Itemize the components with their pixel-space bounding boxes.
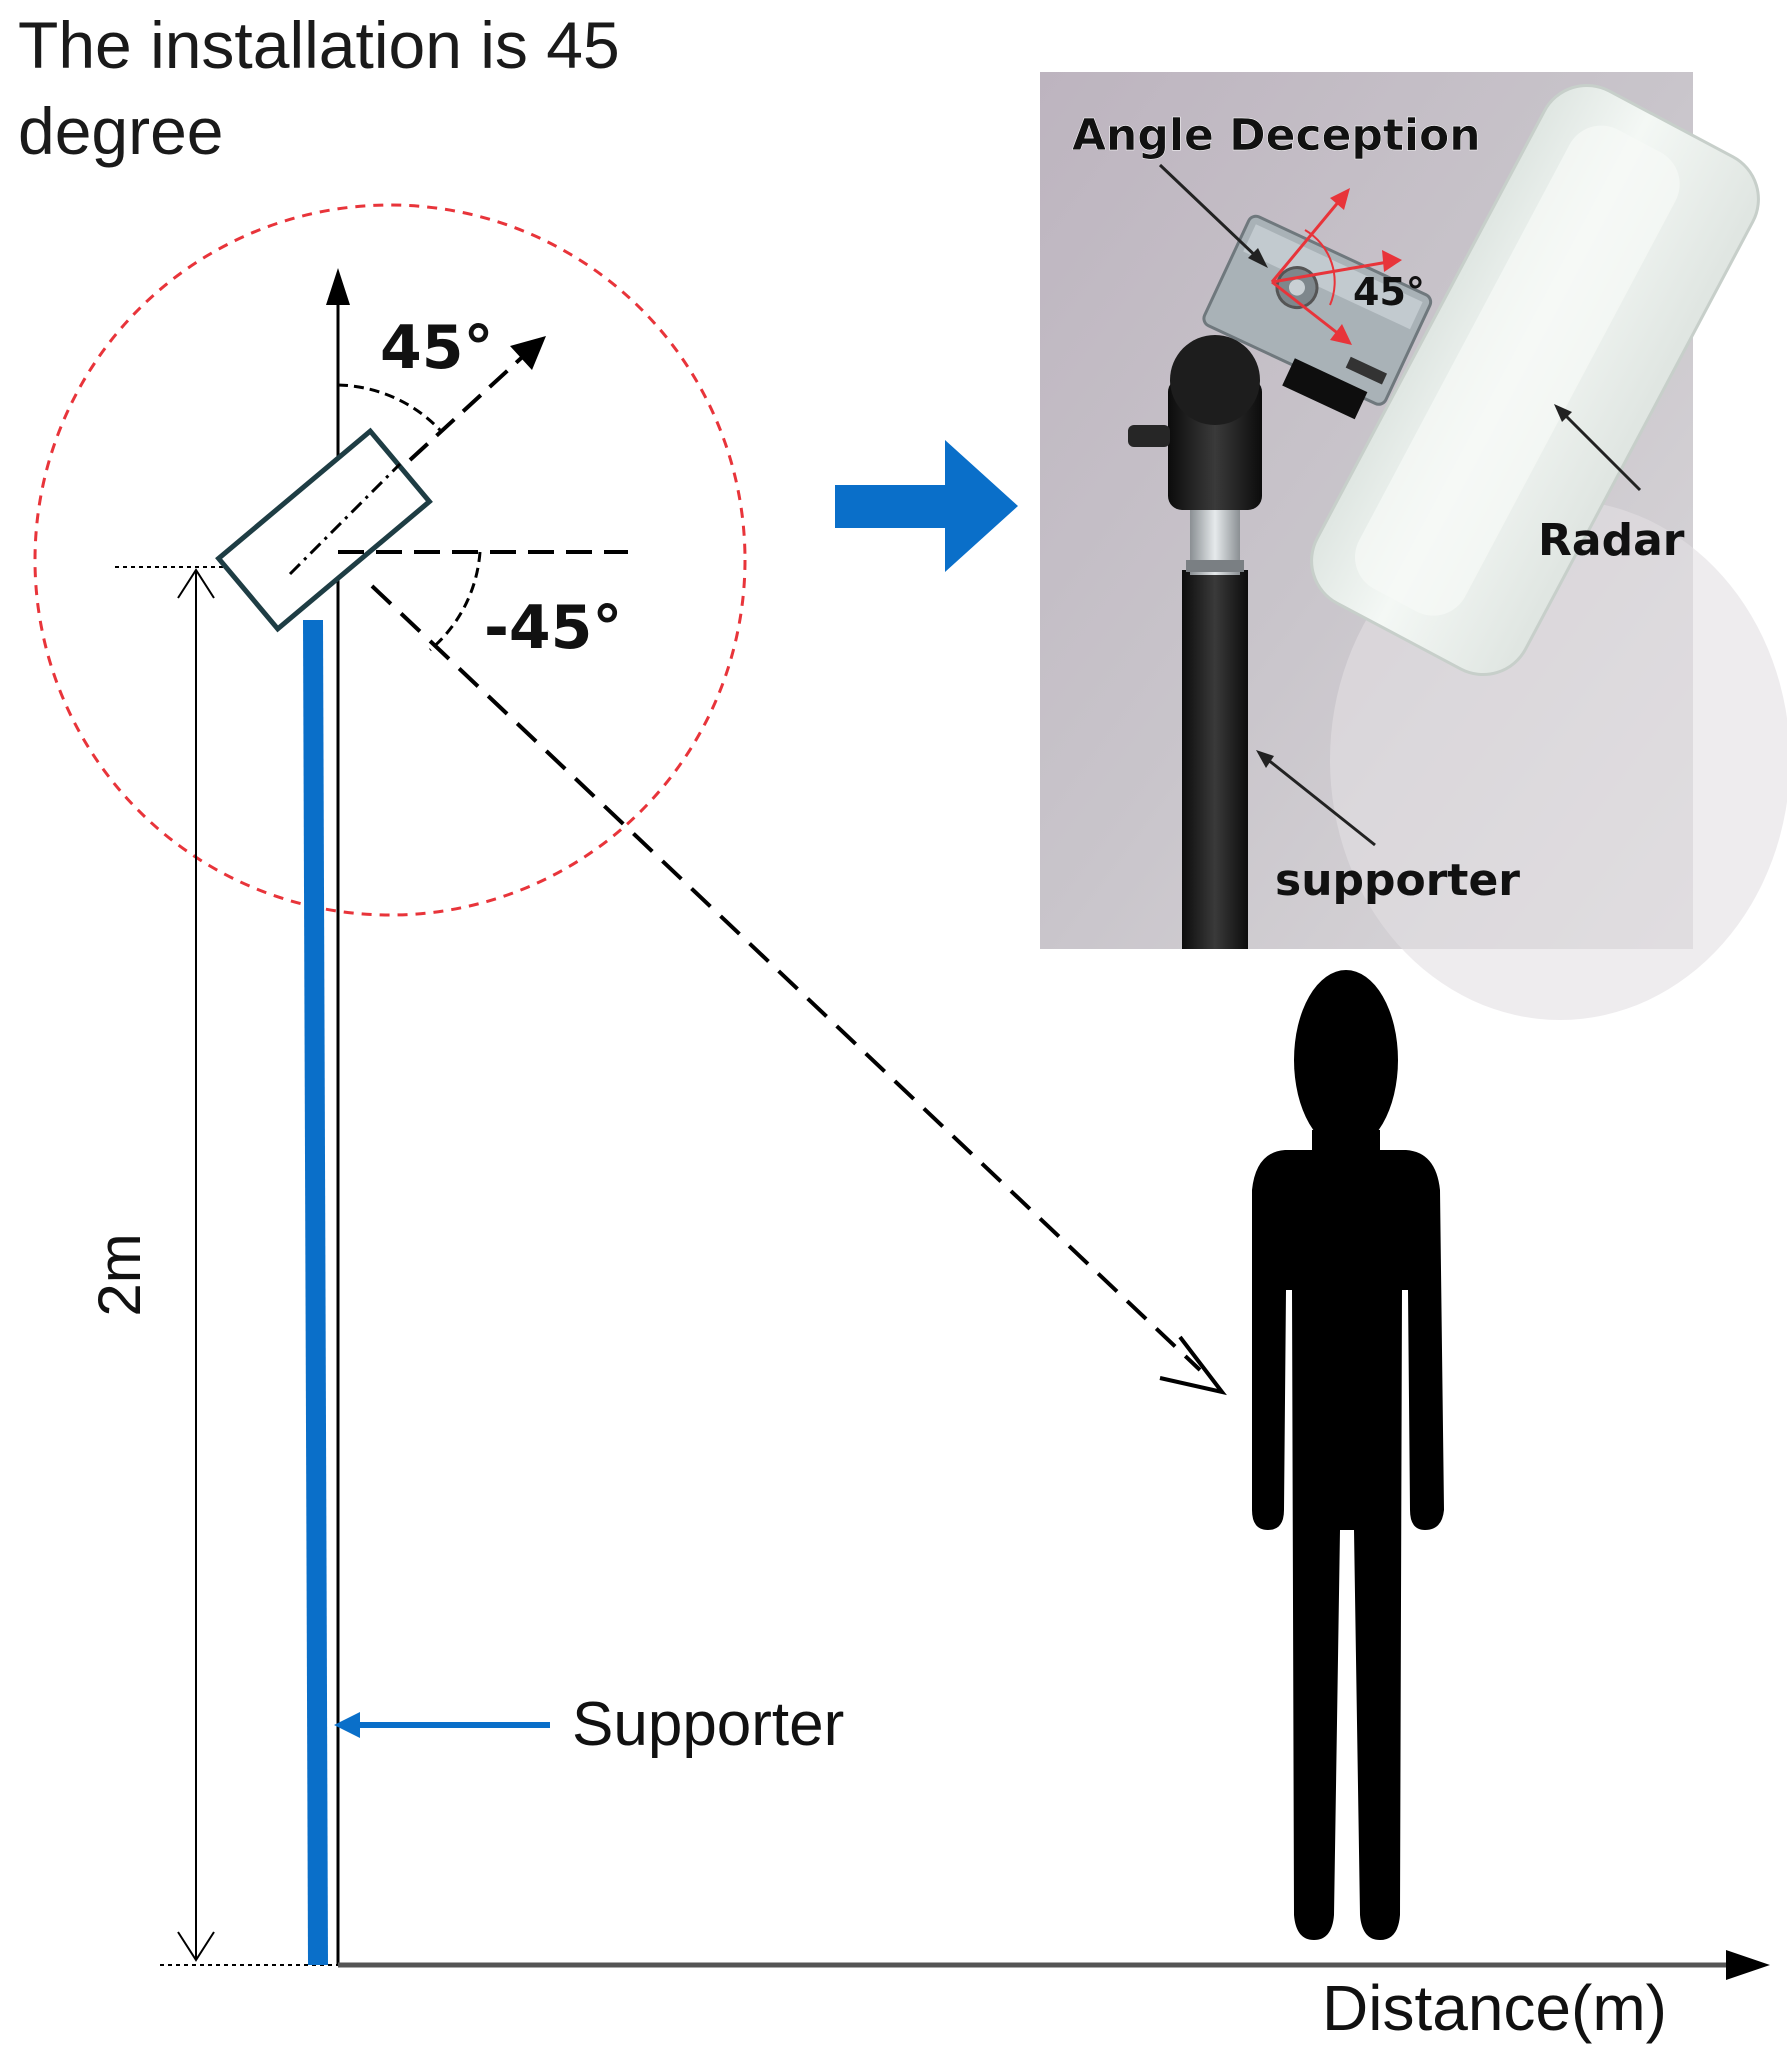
supporter-photo-pointer-line [1261, 753, 1376, 847]
height-arrow-top [177, 568, 215, 599]
red-dashed-circle [33, 203, 747, 917]
angle-pointer-line [1158, 163, 1264, 264]
supporter-pointer-arrowhead [334, 1712, 360, 1738]
upward-beam-line [408, 348, 532, 462]
height-arrow-bottom [177, 1931, 215, 1962]
downward-beam-arrowhead [1159, 1335, 1227, 1396]
radar-photo: Angle Deception 45° Radar supporter [1040, 72, 1787, 1020]
caption-line-1: The installation is 45 [18, 8, 620, 82]
person-silhouette [1252, 970, 1444, 1940]
big-blue-arrow [835, 440, 1018, 572]
caption-line-2: degree [18, 94, 224, 168]
upward-beam-arrowhead [510, 336, 546, 370]
distance-axis-label: Distance(m) [1322, 1972, 1667, 2044]
photo-pole [1182, 570, 1248, 949]
lower-angle-label: -45° [484, 593, 622, 663]
radar-sensor-box [215, 427, 433, 633]
horizontal-axis-arrowhead [1726, 1950, 1770, 1980]
photo-radar-label: Radar [1538, 515, 1685, 566]
vertical-axis-arrowhead [326, 268, 350, 305]
photo-supporter-label: supporter [1275, 855, 1520, 906]
photo-small-angle: 45° [1353, 270, 1425, 314]
radar-pointer-line [1558, 408, 1642, 492]
downward-beam-line [370, 584, 1202, 1372]
supporter-label: Supporter [572, 1690, 844, 1759]
lower-angle-arc [429, 551, 482, 652]
height-label: 2m [86, 1233, 153, 1316]
photo-angle-label: Angle Deception [1072, 110, 1481, 161]
upper-angle-label: 45° [380, 313, 494, 383]
upper-angle-arc [337, 383, 442, 432]
radar-center-axis [288, 462, 402, 576]
supporter-pole [303, 620, 328, 1965]
